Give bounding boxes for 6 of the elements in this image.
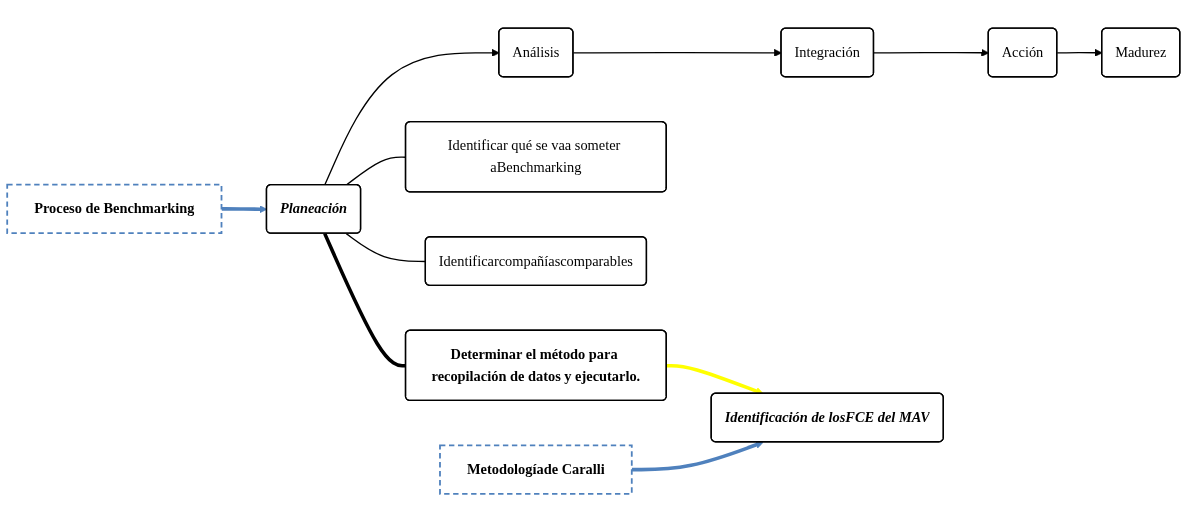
arrow	[666, 363, 764, 395]
arrow	[572, 48, 782, 57]
node-box: Proceso de Benchmarking	[6, 183, 223, 235]
node-box: Metodologíade Caralli	[439, 444, 633, 495]
connector	[323, 232, 406, 368]
arrow	[631, 440, 764, 472]
